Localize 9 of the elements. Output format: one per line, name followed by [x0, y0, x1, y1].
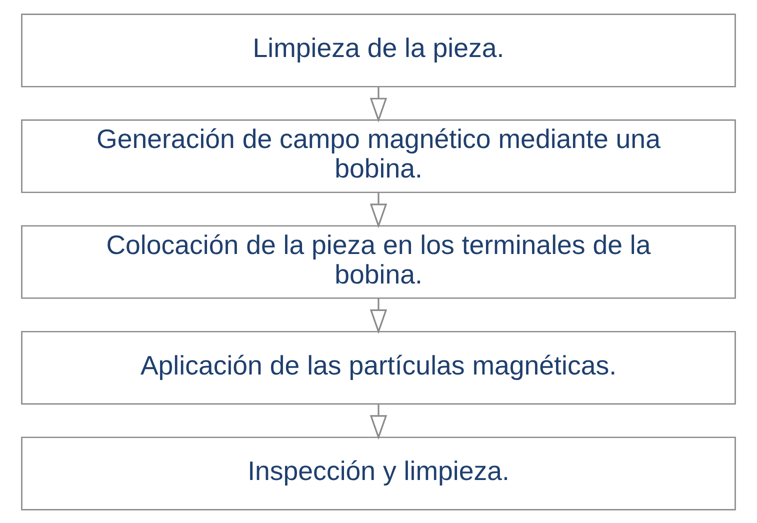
node-box: Colocación de la pieza en los terminales de la bobina. [21, 224, 736, 298]
node-box: Limpieza de la pieza. [21, 13, 736, 87]
node-box: Aplicación de las partículas magnéticas. [21, 330, 736, 404]
node-box: Generación de campo magnético mediante una bobina. [21, 118, 736, 193]
arrow [370, 192, 388, 228]
arrow [370, 86, 388, 122]
arrow [370, 404, 388, 440]
node-box: Inspección y limpieza. [21, 436, 736, 510]
arrow [370, 298, 388, 334]
